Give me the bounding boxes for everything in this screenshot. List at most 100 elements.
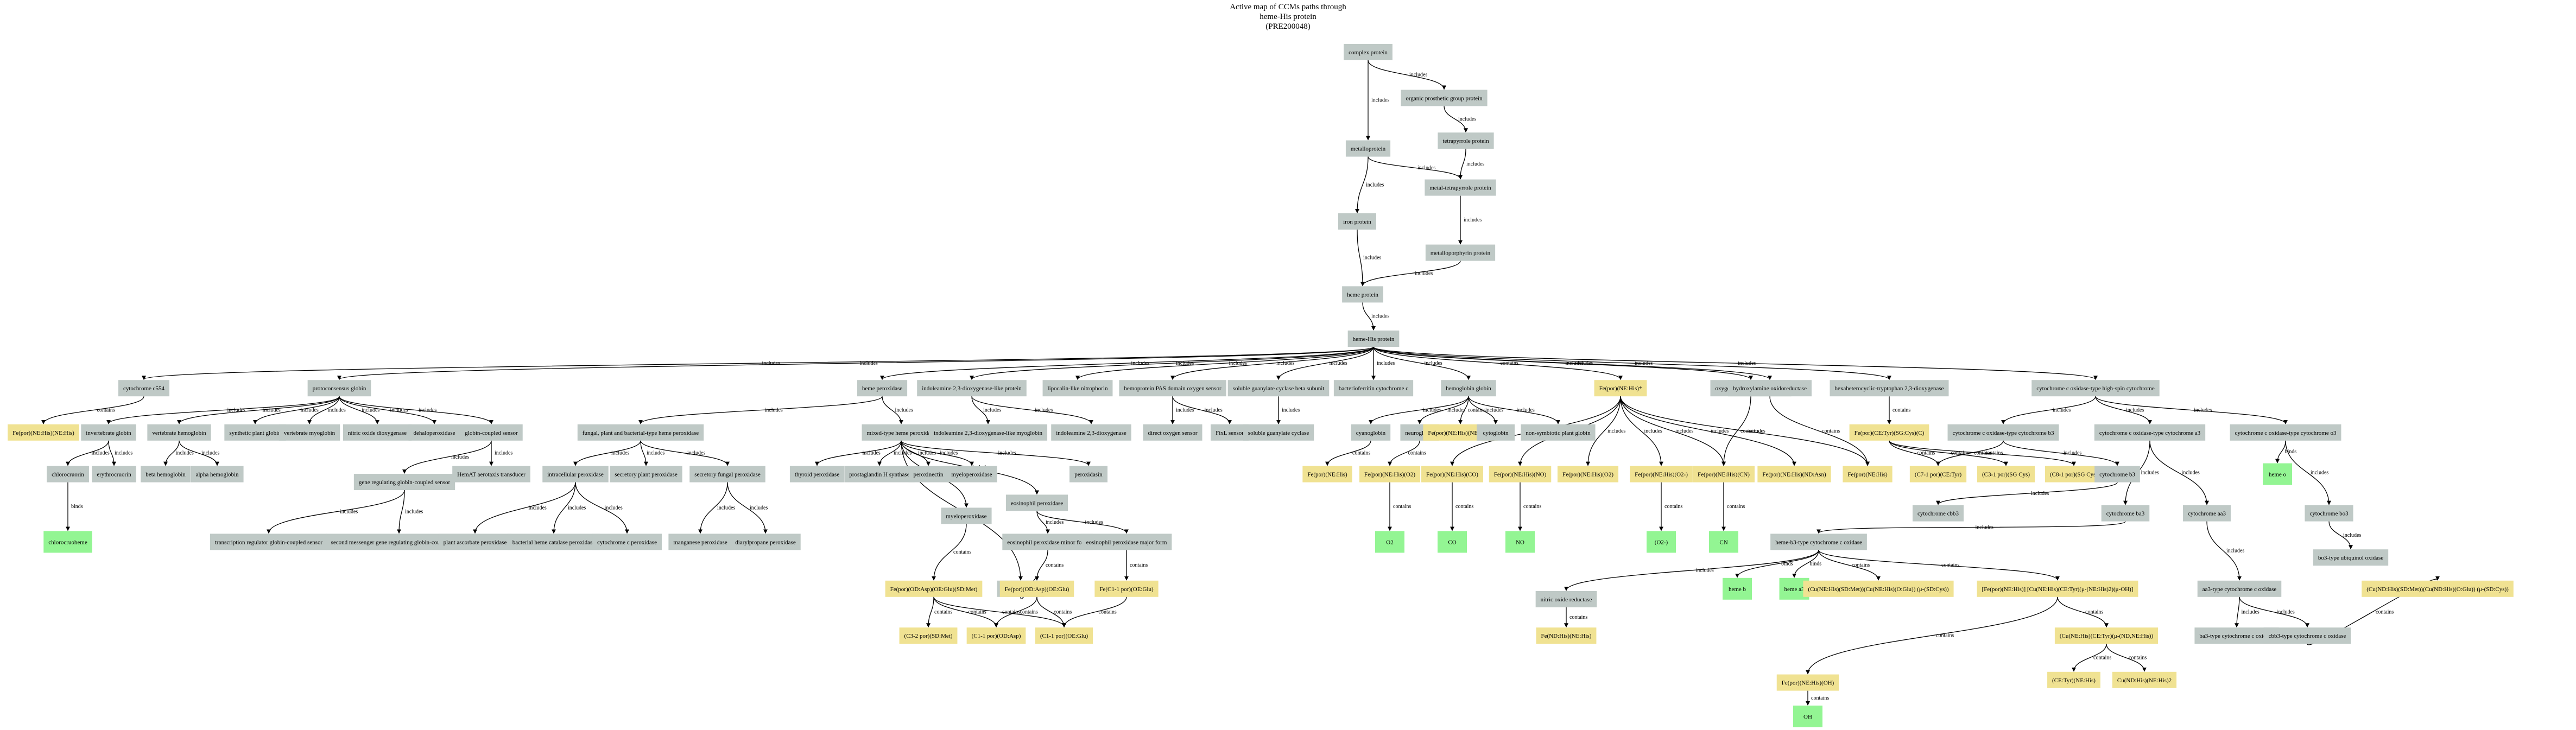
edge-label: includes: [1377, 360, 1395, 366]
edge-fe-asp-glu-met-to-c1-glu: contains: [933, 596, 1066, 628]
node-box: [1227, 380, 1330, 397]
edge-line: [1373, 346, 1772, 380]
node-box: [610, 466, 682, 483]
node-label: Fe(por)(NE:His)(CN): [1698, 472, 1750, 478]
node-protoglobin: protoconsensus globin: [307, 380, 371, 397]
node-box: [279, 424, 340, 441]
node-label: complex protein: [1349, 49, 1388, 56]
edge-line: [1818, 550, 2060, 581]
edge-line: [1276, 346, 1374, 380]
edge-label: contains: [1917, 450, 1935, 456]
edge-line: [2095, 396, 2152, 424]
node-box: [2094, 466, 2140, 483]
node-label: Fe(por)(NE:His)(O2-): [1635, 472, 1688, 478]
node-aa3-type: aa3-type cytochrome c oxidase: [2197, 580, 2282, 597]
edge-line: [163, 440, 180, 466]
edge-label: contains: [2129, 655, 2147, 661]
node-box: [1143, 424, 1202, 441]
edge-line: [970, 346, 1374, 380]
node-box: [1557, 466, 1619, 483]
edge-line: [1362, 302, 1376, 331]
edge-line: [638, 396, 883, 424]
node-box: [1477, 424, 1515, 441]
edge-label: contains: [1893, 408, 1910, 414]
node-fungal-plant: fungal, plant and bacterial-type heme pe…: [577, 424, 704, 441]
edge-line: [1806, 596, 2058, 675]
node-mn-perox: manganese peroxidase: [668, 534, 732, 550]
node-vert-hb: vertebrate hemoglobin: [147, 424, 211, 441]
edge-line: [1564, 550, 1819, 591]
node-box: [2230, 424, 2341, 441]
node-bact-catalase: bacterial heme catalase peroxidase: [507, 534, 600, 550]
edge-label: includes: [1205, 408, 1223, 414]
edge-line: [108, 440, 116, 466]
node-box: [2263, 463, 2292, 485]
edge-label: includes: [895, 408, 913, 414]
edge-line: [698, 482, 728, 534]
node-label: CO: [1448, 539, 1456, 545]
edge-label: contains: [1811, 695, 1829, 701]
edge-label: includes: [611, 450, 629, 456]
node-box: [1909, 466, 1967, 483]
node-fe-his-cn: Fe(por)(NE:His)(CN): [1693, 466, 1755, 483]
node-box: [460, 424, 523, 441]
edge-protoglobin-to-synth-plant: includes: [253, 396, 340, 424]
node-box: [141, 466, 191, 483]
edge-mixed-perox-to-thyroid: includes: [815, 440, 902, 466]
node-nitric-red: nitric oxide reductase: [1535, 591, 1597, 607]
title-line-3: (PRE200048): [1265, 22, 1311, 31]
edge-glob-sensor-to-gene-reg: includes: [402, 440, 492, 474]
node-beta-hb: beta hemoglobin: [141, 466, 191, 483]
edge-label: contains: [2376, 610, 2394, 615]
node-metallo: metalloprotein: [1345, 140, 1391, 157]
edge-line: [339, 396, 493, 424]
node-fe-his-his-1: Fe(por)(NE:His)(NE:His): [8, 424, 79, 441]
edge-cyt-c-o3-to-cyt-bo3: includes: [2285, 440, 2331, 505]
edge-label: includes: [328, 408, 346, 414]
node-cu-his-tyr: (Cu(NE:His)(CE:Tyr)(μ-(ND,NE:His)): [2054, 627, 2159, 644]
node-box: [1489, 466, 1552, 483]
edge-hemoglobin-g-to-neuroglobin: includes: [1417, 396, 1469, 424]
node-fe-his-1: Fe(por)(NE:His): [1302, 466, 1352, 483]
edge-fungal-plant-to-intracell-perox: includes: [573, 440, 641, 466]
edge-eos-minor-to-fe-asp-glu: contains: [1035, 550, 1064, 581]
node-box: [1770, 534, 1867, 550]
edge-label: includes: [1644, 428, 1662, 434]
edge-mixed-perox-to-myeloperox: includes: [901, 440, 974, 466]
edge-cyt-bo3-to-bo3-type: includes: [2328, 521, 2361, 550]
node-cyt-c-hs: cytochrome c oxidase-type high-spin cyto…: [2031, 380, 2160, 397]
node-peroxinectin: peroxinectin: [908, 466, 948, 483]
edge-label: includes: [2311, 470, 2328, 476]
edge-label: includes: [2141, 470, 2159, 476]
edge-fe-his-co-to-co: contains: [1450, 482, 1473, 531]
node-label: Fe(por)(OD:Asp)(OE:Glu)(SD:Met): [890, 586, 978, 593]
node-box: [2054, 627, 2159, 644]
edge-protoglobin-to-vert-myo: includes: [307, 396, 346, 424]
node-thyroid: thyroid peroxidase: [789, 466, 845, 483]
edge-line: [106, 396, 340, 424]
node-label: thyroid peroxidase: [795, 472, 839, 478]
node-box: [592, 534, 662, 550]
node-fe-his-no: Fe(por)(NE:His)(NO): [1489, 466, 1552, 483]
edge-label: contains: [1852, 562, 1870, 568]
node-box: [1723, 577, 1752, 600]
node-label: eosinophil peroxidase major form: [1086, 539, 1167, 545]
node-box: [2263, 627, 2351, 644]
edge-label: includes: [1131, 360, 1149, 366]
edge-label: includes: [717, 505, 735, 511]
node-bact-c: bacterioferritin cytochrome c: [1333, 380, 1414, 397]
node-box: [1345, 140, 1391, 157]
node-c8-cys: (C8-1 por)(SG Cys): [2045, 466, 2103, 483]
edge-label: includes: [1229, 360, 1247, 366]
edge-label: includes: [495, 450, 512, 456]
edge-fe-cu-complex-to-cu-his-tyr: contains: [2057, 596, 2109, 628]
node-dehalo: dehaloperoxidase: [408, 424, 460, 441]
node-label: CN: [1719, 539, 1727, 545]
node-no: NO: [1505, 531, 1535, 553]
edge-label: contains: [1352, 450, 1370, 456]
edge-neuroglobin-to-fe-his-o2: contains: [1388, 440, 1426, 466]
edge-label: includes: [2031, 491, 2049, 497]
edge-line: [901, 440, 1091, 466]
node-box: [2094, 424, 2206, 441]
node-label: cytochrome c peroxidase: [597, 539, 657, 545]
